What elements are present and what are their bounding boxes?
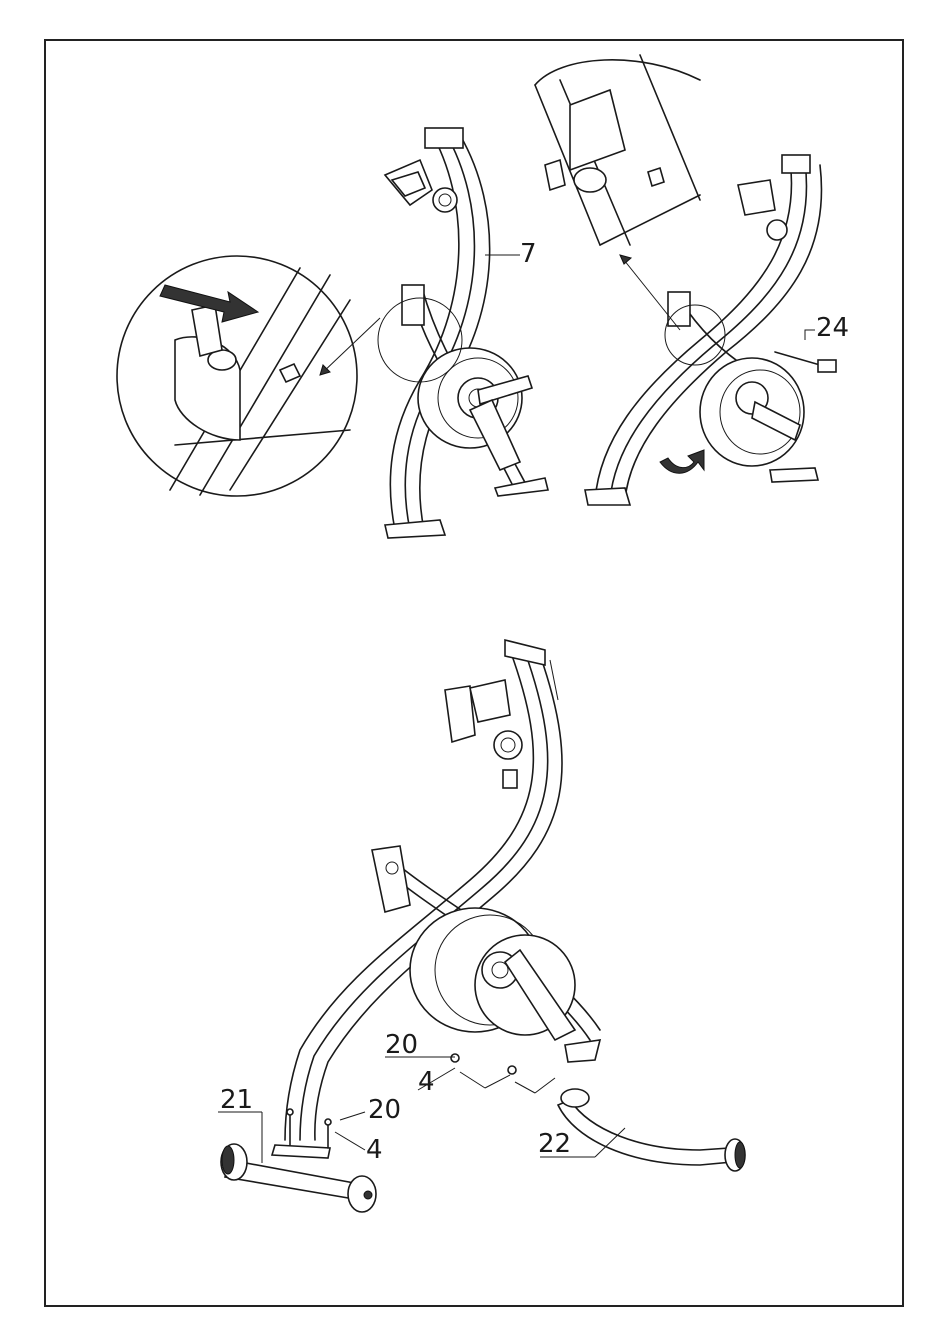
leader-20-b [340, 1112, 365, 1120]
part-label-22: 22 [538, 1129, 571, 1159]
part-label-21: 21 [220, 1085, 253, 1115]
leader-24 [805, 330, 815, 340]
part-label-20-a: 20 [385, 1030, 418, 1060]
part-label-7: 7 [520, 239, 537, 269]
zoom-detail-right [535, 55, 700, 330]
rotate-arrow-icon [660, 450, 704, 473]
part-label-20-b: 20 [368, 1095, 401, 1125]
part-label-4-a: 4 [418, 1067, 435, 1097]
assembled-bike [221, 640, 745, 1212]
leader-arrow-right-icon [620, 255, 631, 264]
part-label-4-b: 4 [366, 1135, 383, 1165]
zoom-detail-left [117, 256, 380, 496]
folded-bike-left [378, 128, 548, 538]
part-label-24: 24 [816, 313, 849, 343]
leader-4-b [335, 1132, 365, 1150]
folded-bike-right [585, 155, 836, 505]
